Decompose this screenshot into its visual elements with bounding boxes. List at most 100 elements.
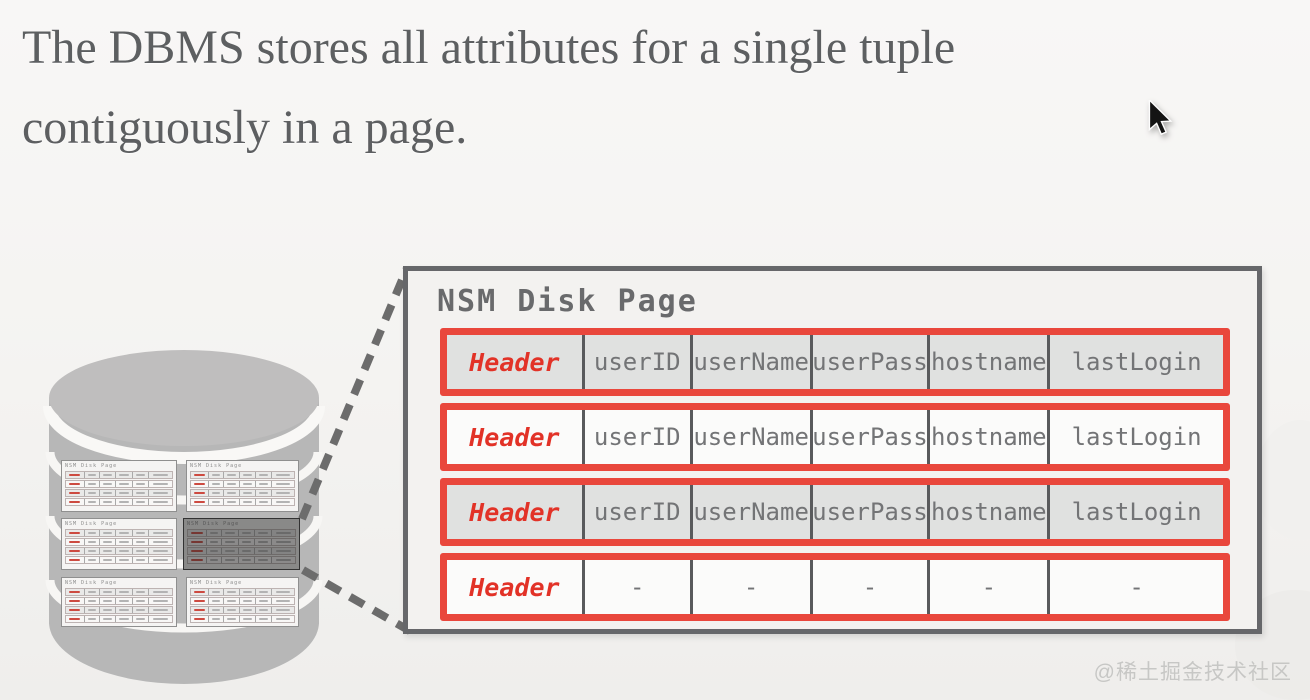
mini-attribute-cell <box>206 548 221 554</box>
mini-header-cell <box>66 499 84 505</box>
mini-header-cell <box>66 472 84 478</box>
mini-attribute-cell <box>222 499 239 505</box>
mini-tuple-row <box>65 498 173 506</box>
mini-tuple-row <box>187 538 296 546</box>
mini-attribute-cell <box>270 539 295 545</box>
mini-attribute-cell <box>238 607 255 613</box>
mini-attribute-cell <box>221 557 238 563</box>
mini-attribute-cell <box>131 481 149 487</box>
mini-attribute-cell <box>115 557 131 563</box>
mini-attribute-cell <box>222 598 239 604</box>
disk-page-thumbnail: NSM Disk Page <box>61 518 177 570</box>
mini-attribute-cell <box>254 616 271 622</box>
watermark: @稀土掘金技术社区 <box>1093 661 1292 684</box>
mini-attribute-cell <box>83 481 99 487</box>
mini-attribute-cell <box>98 548 116 554</box>
mini-header-cell <box>66 589 84 595</box>
mini-attribute-cell <box>148 481 172 487</box>
mini-tuple-row <box>65 606 173 614</box>
mini-header-cell <box>191 499 208 505</box>
mini-attribute-cell <box>148 472 172 478</box>
mini-attribute-cell <box>98 557 116 563</box>
mini-attribute-cell <box>83 530 99 536</box>
mini-attribute-cell <box>221 548 238 554</box>
tuple-header-cell: Header <box>447 560 582 614</box>
disk-page-thumbnail: NSM Disk Page <box>186 577 299 627</box>
mini-header-cell <box>66 539 84 545</box>
cylinder-top-rim <box>43 405 325 464</box>
mini-attribute-cell <box>238 490 255 496</box>
mini-attribute-cell <box>254 589 271 595</box>
mini-attribute-cell <box>83 598 99 604</box>
mini-page-title: NSM Disk Page <box>187 521 240 527</box>
mini-attribute-cell <box>98 481 116 487</box>
mini-header-cell <box>188 548 206 554</box>
mini-attribute-cell <box>83 490 99 496</box>
mini-tuple-row <box>190 480 295 488</box>
mini-tuple-row <box>187 529 296 537</box>
tuple-attribute-cell: userPass <box>809 410 928 464</box>
mini-tuple-row <box>65 597 173 605</box>
mini-tuple-row <box>65 480 173 488</box>
mini-header-cell <box>191 598 208 604</box>
mini-attribute-cell <box>148 589 172 595</box>
mini-attribute-cell <box>83 557 99 563</box>
mini-attribute-cell <box>148 530 172 536</box>
mini-attribute-cell <box>254 548 271 554</box>
mini-attribute-cell <box>206 530 221 536</box>
mini-page-title: NSM Disk Page <box>190 463 243 469</box>
mini-page-title: NSM Disk Page <box>65 463 118 469</box>
mini-attribute-cell <box>238 481 255 487</box>
mini-attribute-cell <box>148 548 172 554</box>
mini-attribute-cell <box>254 530 271 536</box>
mini-attribute-cell <box>238 499 255 505</box>
mini-attribute-cell <box>98 607 116 613</box>
mini-header-cell <box>191 616 208 622</box>
mini-tuple-row <box>65 471 173 479</box>
mini-attribute-cell <box>131 530 149 536</box>
mini-attribute-cell <box>208 589 223 595</box>
mini-attribute-cell <box>222 490 239 496</box>
mini-attribute-cell <box>98 616 116 622</box>
disk-page-thumbnail: NSM Disk Page <box>186 460 299 512</box>
mini-attribute-cell <box>238 616 255 622</box>
mini-attribute-cell <box>131 616 149 622</box>
mini-attribute-cell <box>148 616 172 622</box>
mini-attribute-cell <box>131 598 149 604</box>
mini-attribute-cell <box>238 589 255 595</box>
tuple-attribute-cell: hostname <box>927 410 1048 464</box>
mini-tuple-row <box>190 588 295 596</box>
mini-attribute-cell <box>270 607 294 613</box>
mini-attribute-cell <box>254 557 271 563</box>
mini-page-title: NSM Disk Page <box>65 580 118 586</box>
projection-line-bottom <box>301 566 412 635</box>
mini-attribute-cell <box>270 548 295 554</box>
mini-header-cell <box>66 481 84 487</box>
mini-tuple-row <box>65 556 173 564</box>
mini-attribute-cell <box>131 499 149 505</box>
mini-tuple-row <box>190 606 295 614</box>
mini-attribute-cell <box>208 616 223 622</box>
mini-tuple-row <box>190 471 295 479</box>
mini-tuple-row <box>65 588 173 596</box>
mini-attribute-cell <box>237 548 254 554</box>
mini-attribute-cell <box>83 616 99 622</box>
mini-attribute-cell <box>83 589 99 595</box>
mini-header-cell <box>66 530 84 536</box>
slide-title-line2: contiguously in a page. <box>22 101 468 154</box>
background-blob <box>1255 420 1310 540</box>
mini-header-cell <box>188 530 206 536</box>
disk-page-thumbnail: NSM Disk Page <box>61 577 177 627</box>
mini-attribute-cell <box>208 607 223 613</box>
mini-attribute-cell <box>254 490 271 496</box>
tuple-attribute-cell: userID <box>581 335 690 389</box>
mini-attribute-cell <box>115 548 131 554</box>
mini-attribute-cell <box>270 472 294 478</box>
nsm-disk-page-title: NSM Disk Page <box>437 284 698 319</box>
mini-attribute-cell <box>254 472 271 478</box>
mini-attribute-cell <box>270 499 294 505</box>
